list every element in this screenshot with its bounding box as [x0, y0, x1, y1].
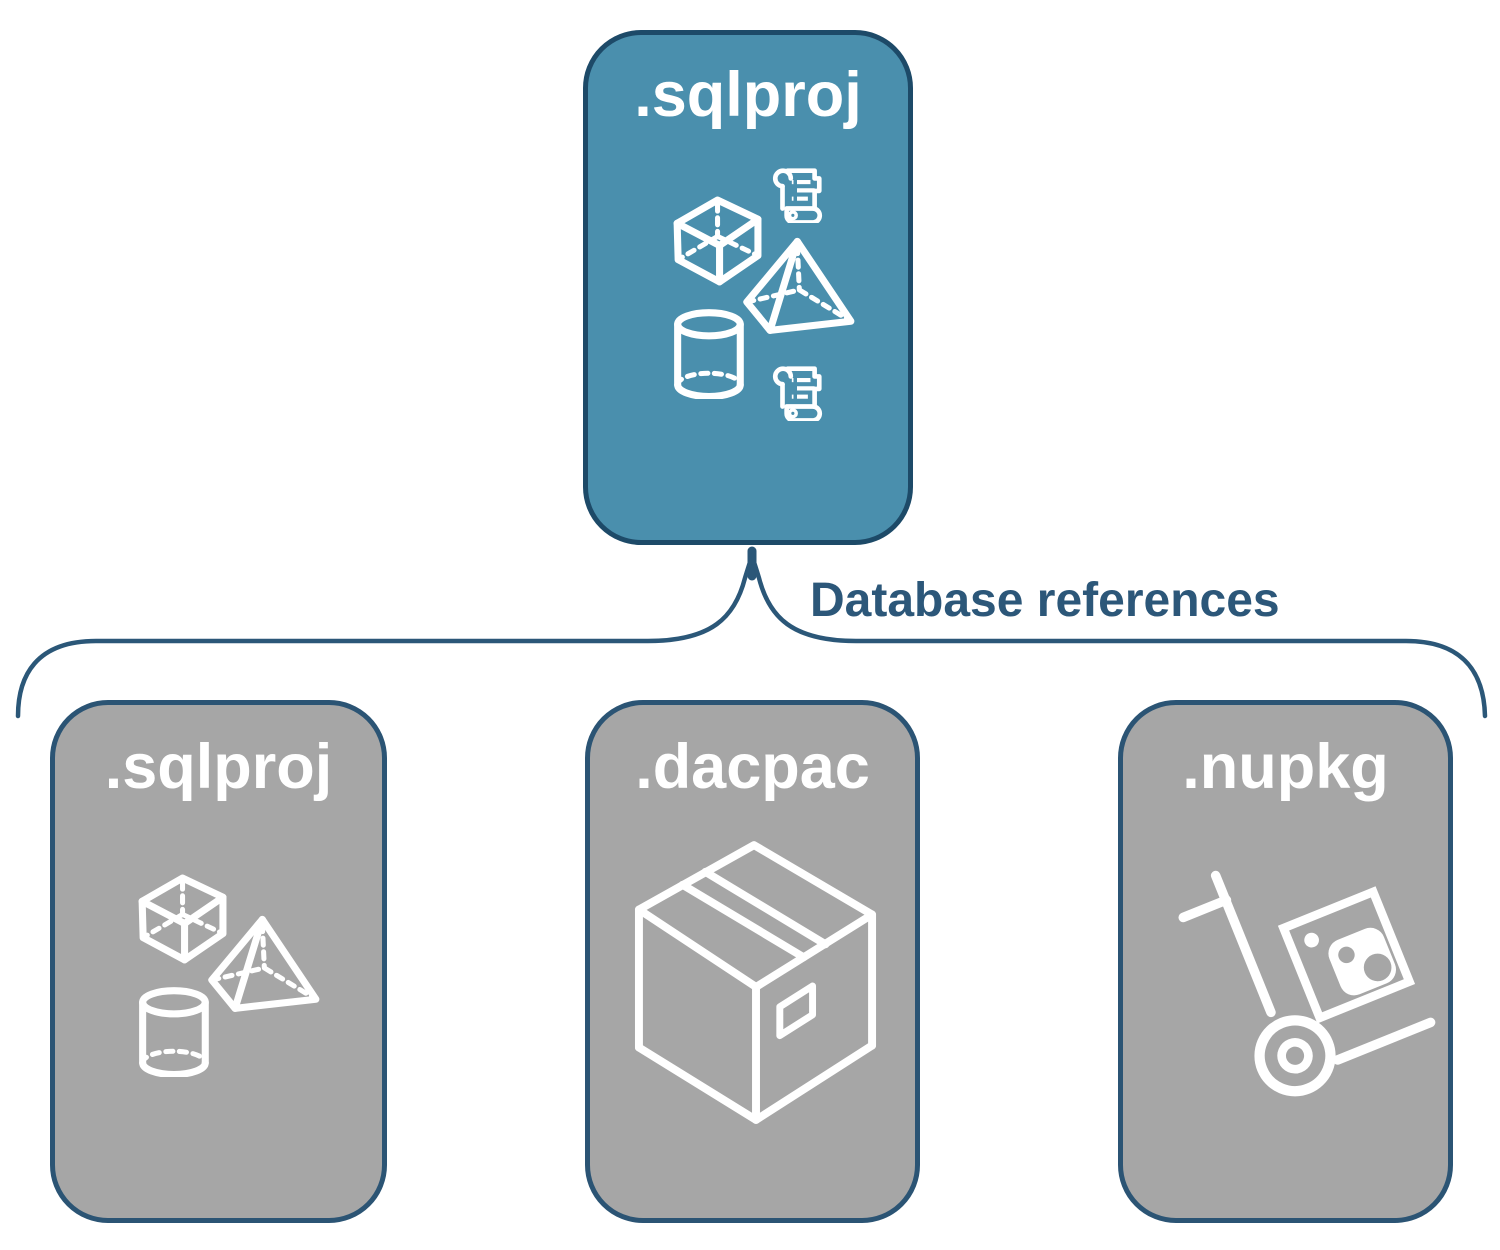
node-root-sqlproj: .sqlproj	[583, 30, 913, 545]
node-child-dacpac: .dacpac	[585, 700, 920, 1223]
package-box-icon	[634, 841, 877, 1124]
cylinder-icon	[674, 309, 744, 399]
sql-objects-icon	[673, 196, 855, 399]
package-outline	[1277, 886, 1416, 1024]
edge-label: Database references	[810, 574, 1280, 627]
nuget-hand-truck-icon	[1178, 870, 1436, 1097]
node-label: .sqlproj	[104, 732, 333, 802]
cube-icon	[138, 874, 227, 964]
hand-truck-handle	[1178, 895, 1232, 923]
hand-truck-plate	[1332, 1017, 1436, 1065]
scroll-icon	[772, 168, 823, 223]
node-label: .nupkg	[1182, 732, 1389, 802]
node-child-nupkg: .nupkg	[1118, 700, 1453, 1223]
pyramid-icon	[208, 915, 320, 1012]
node-child-sqlproj: .sqlproj	[50, 700, 387, 1223]
node-label: .dacpac	[635, 732, 870, 802]
scroll-icon	[772, 366, 823, 421]
hand-truck-wheel	[1254, 1015, 1336, 1097]
cylinder-icon	[139, 987, 209, 1077]
nuget-logo	[1304, 927, 1397, 996]
pyramid-icon	[743, 237, 855, 334]
node-label: .sqlproj	[634, 60, 862, 130]
sql-objects-icon	[138, 874, 320, 1077]
cube-icon	[673, 196, 762, 286]
